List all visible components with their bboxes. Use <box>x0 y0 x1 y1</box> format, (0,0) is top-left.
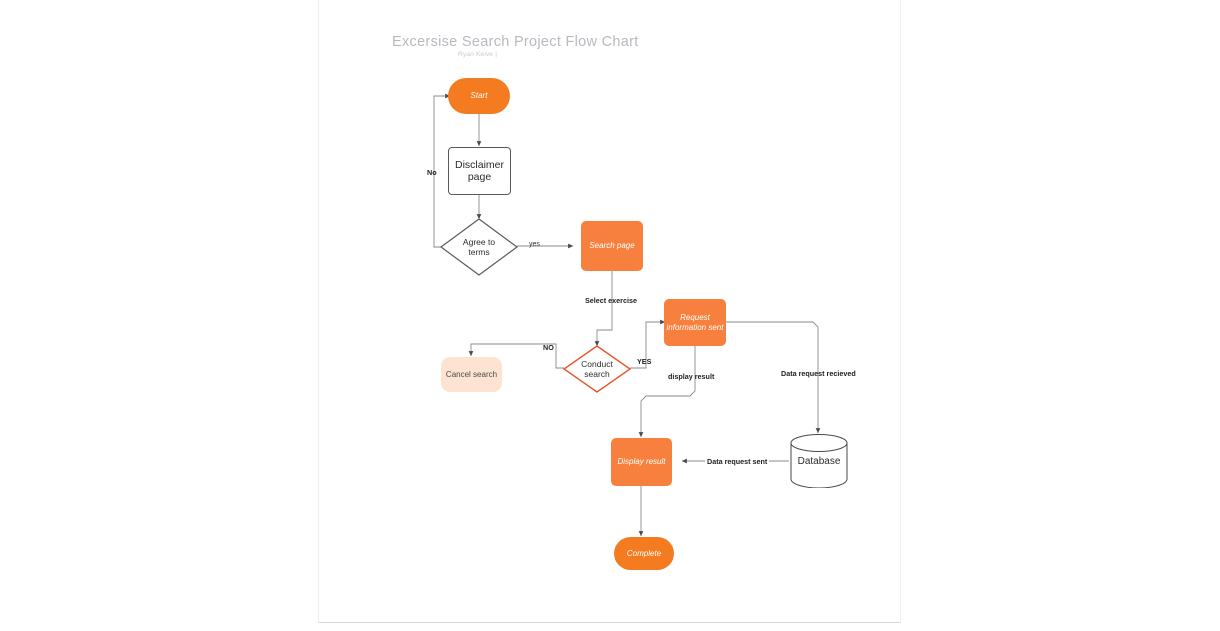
node-search-page-label: Search page <box>589 241 635 251</box>
edge-label-yes: yes <box>529 241 540 248</box>
wire-conduct-yes-request <box>630 319 666 369</box>
edge-label-display-result: display result <box>668 372 715 381</box>
wire-agree-no-start <box>433 93 451 248</box>
node-complete[interactable]: Complete <box>614 537 674 570</box>
node-request-line1: Request <box>680 313 710 323</box>
wire-search-conduct <box>594 271 613 347</box>
node-agree-label-wrap: Agree to terms <box>440 218 518 276</box>
node-display-result[interactable]: Display result <box>611 438 672 486</box>
node-database[interactable]: Database <box>790 434 848 489</box>
node-agree-line1: Agree to <box>462 236 496 247</box>
edge-label-select-exercise: Select exercise <box>585 296 637 305</box>
cylinder-shape <box>790 434 848 489</box>
node-display-result-label: Display result <box>617 457 666 467</box>
node-start-label: Start <box>470 91 488 101</box>
node-agree-to-terms[interactable]: Agree to terms <box>439 218 519 276</box>
node-cancel-search[interactable]: Cancel search <box>441 357 502 392</box>
edge-label-data-request-sent: Data request sent <box>705 457 770 466</box>
node-database-label-wrap: Database <box>790 434 848 488</box>
node-request-line2: information sent <box>666 322 724 332</box>
edge-label-yes-upper: YES <box>637 357 652 366</box>
diamond-shape <box>562 345 632 393</box>
edge-label-no-upper: NO <box>543 343 554 352</box>
node-start[interactable]: Start <box>448 78 510 114</box>
wire-request-display <box>638 346 696 438</box>
node-conduct-line2: search <box>584 369 610 379</box>
node-request-information-sent[interactable]: Request information sent <box>664 299 726 346</box>
node-disclaimer-page[interactable]: Disclaimer page <box>448 147 511 195</box>
node-search-page[interactable]: Search page <box>581 221 643 271</box>
diamond-shape <box>439 218 519 276</box>
node-cancel-search-label: Cancel search <box>445 369 498 379</box>
node-disclaimer-line1: Disclaimer <box>454 158 504 171</box>
wire-request-database <box>726 321 821 434</box>
document-sheet <box>318 0 901 623</box>
node-complete-label: Complete <box>626 548 662 558</box>
edge-label-no: No <box>427 168 437 177</box>
node-conduct-line1: Conduct <box>581 358 613 369</box>
node-agree-line2: terms <box>468 247 490 257</box>
node-conduct-search[interactable]: Conduct search <box>562 345 632 393</box>
node-conduct-label-wrap: Conduct search <box>563 345 631 393</box>
node-database-label: Database <box>797 455 841 467</box>
edge-label-data-request-recieved: Data request recieved <box>781 369 856 378</box>
node-disclaimer-line2: page <box>467 171 492 183</box>
page-title: Excersise Search Project Flow Chart <box>392 34 639 50</box>
wire-conduct-no-cancel <box>468 343 564 369</box>
page-subtitle: Ryan Keive | <box>458 51 498 58</box>
